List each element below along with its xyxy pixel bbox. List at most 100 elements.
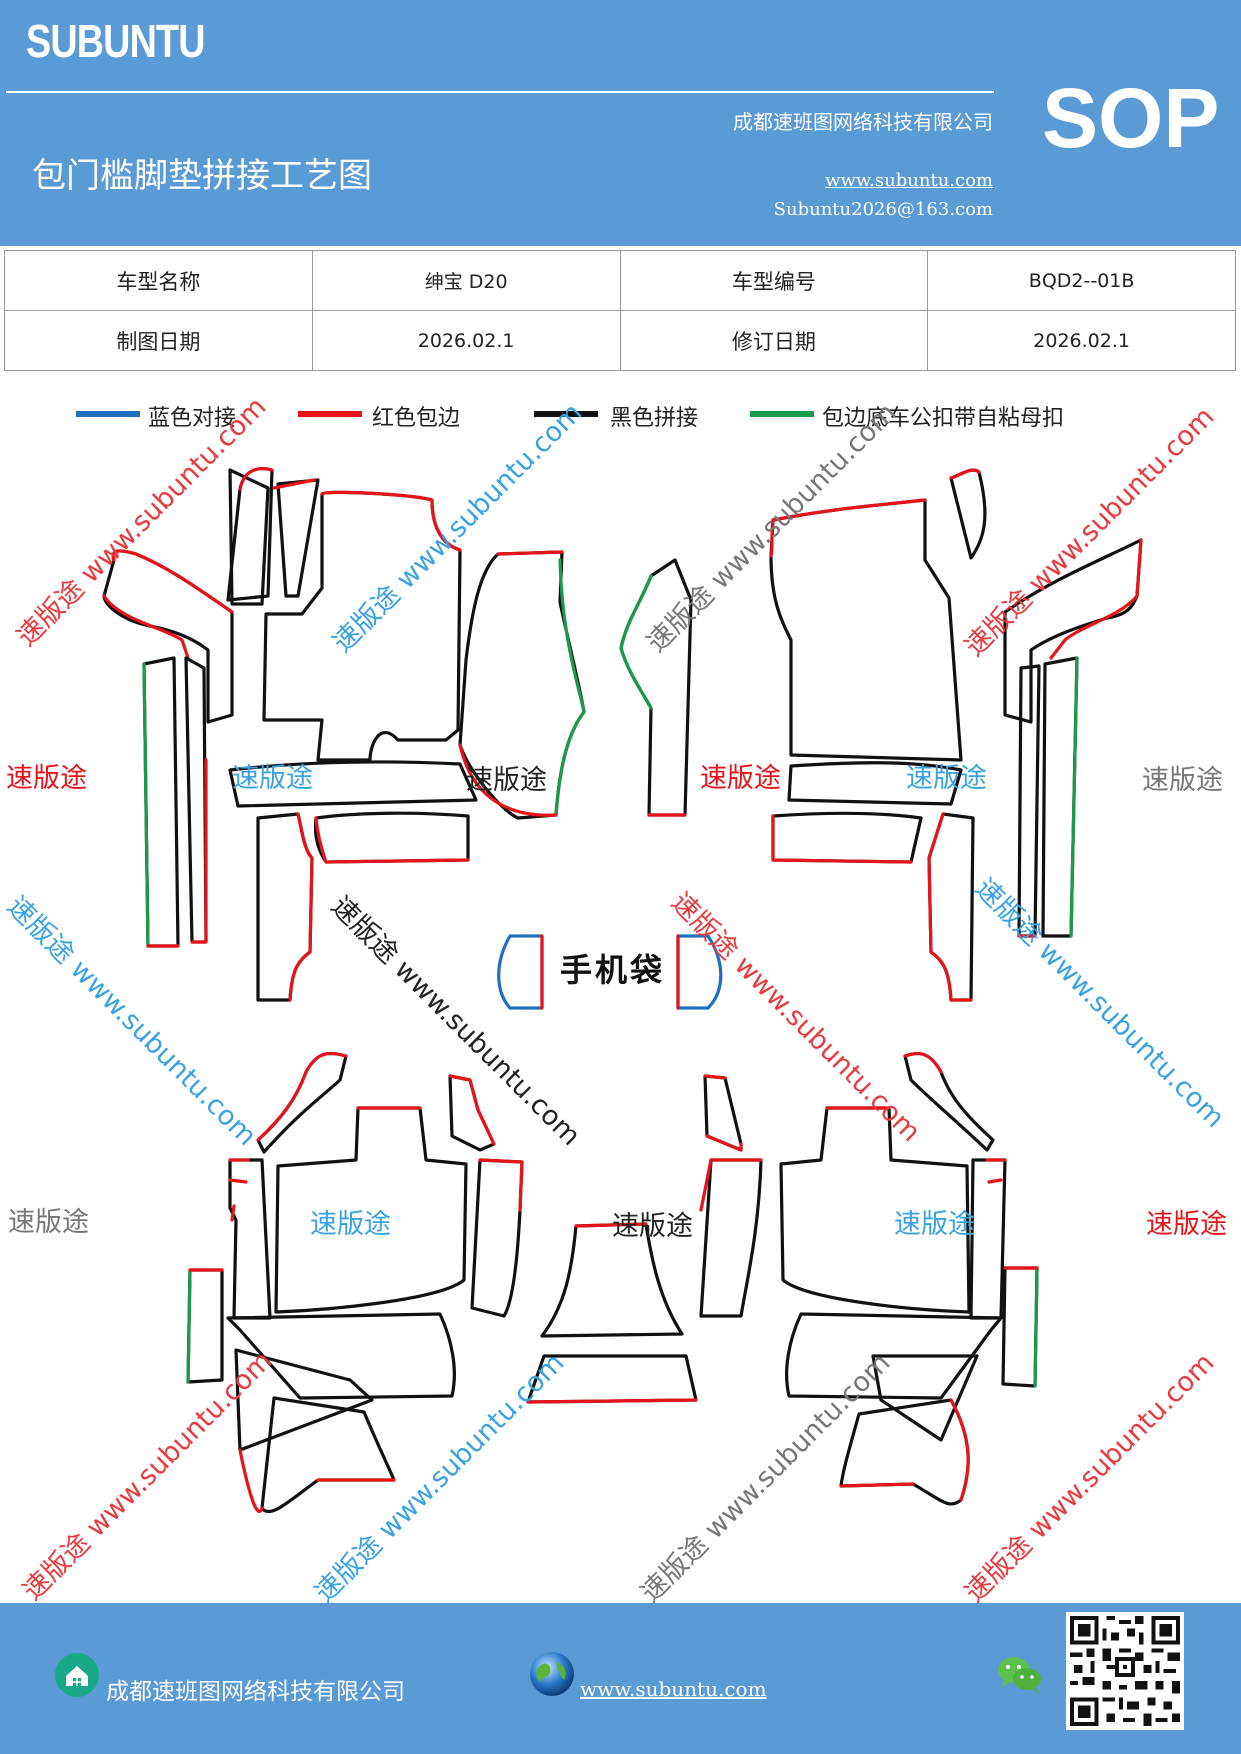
mat-piece — [927, 812, 973, 1002]
mat-piece — [111, 549, 234, 614]
phone-pocket — [497, 934, 723, 1010]
mat-piece — [969, 1158, 1007, 1320]
mat-piece — [314, 816, 470, 864]
mat-piece — [496, 550, 564, 556]
legend-label-red: 红色包边 — [372, 406, 461, 431]
mat-piece — [142, 656, 180, 948]
mat-group-front-left — [102, 467, 586, 1002]
mat-piece — [985, 1158, 1007, 1184]
mat-piece — [256, 1051, 348, 1142]
mat-piece — [186, 1268, 224, 1384]
watermark-plain: 速版途 — [894, 1209, 975, 1240]
mat-piece — [779, 1106, 971, 1314]
mat-piece — [949, 468, 981, 480]
mat-piece — [272, 478, 316, 490]
mat-piece — [470, 1158, 524, 1318]
model-code-label: 车型编号 — [619, 250, 929, 311]
mat-piece — [256, 1051, 348, 1154]
mat-piece — [787, 761, 963, 806]
model-name-label: 车型名称 — [4, 250, 313, 311]
mat-group-front-right — [619, 468, 1143, 1002]
mat-piece — [320, 490, 462, 552]
model-code-value: BQD2--01B — [927, 250, 1236, 311]
revise-date-value: 2026.02.1 — [927, 310, 1236, 371]
mat-piece — [771, 814, 913, 864]
header-email: Subuntu2026@163.com — [773, 199, 993, 220]
legend-swatch-green — [750, 411, 814, 417]
mat-piece — [903, 1051, 995, 1152]
mat-piece — [1049, 538, 1143, 660]
mat-piece — [234, 1348, 374, 1452]
wechat-icon — [998, 1657, 1041, 1694]
legend-label-green: 包边底车公扣带自粘母扣 — [822, 406, 1065, 431]
mat-piece — [703, 1074, 743, 1152]
mat-piece — [478, 1158, 524, 1212]
brand-logo: SUBUNTU — [26, 15, 205, 67]
mat-piece — [184, 656, 208, 944]
mat-piece — [228, 1158, 272, 1320]
mat-piece — [276, 478, 320, 598]
footer-website-link[interactable]: www.subuntu.com — [580, 1677, 767, 1701]
header-website-link[interactable]: www.subuntu.com — [825, 170, 993, 191]
watermark-plain: 速版途 — [700, 763, 781, 794]
pocket-left-piece — [497, 934, 544, 1010]
mat-piece — [190, 758, 208, 944]
watermark-plain: 速版途 — [8, 1207, 89, 1238]
qr-code — [1066, 1612, 1184, 1730]
header-company: 成都速班图网络科技有限公司 — [733, 110, 993, 134]
watermark-plain: 速版途 — [612, 1211, 693, 1242]
mat-piece — [699, 1158, 763, 1318]
mat-piece — [839, 1398, 970, 1502]
mat-piece — [871, 1354, 979, 1442]
legend-swatch-blue — [76, 411, 140, 417]
watermark-plain: 速版途 — [466, 765, 547, 796]
model-name-value: 绅宝 D20 — [311, 250, 621, 311]
page-title: 包门槛脚垫拼接工艺图 — [32, 156, 372, 196]
watermark-plain: 速版途 — [906, 763, 987, 794]
mat-piece — [1033, 1266, 1039, 1388]
mat-piece — [288, 812, 314, 1002]
mat-piece — [238, 1448, 396, 1513]
table-row: 制图日期 2026.02.1 修订日期 2026.02.1 — [4, 310, 1236, 371]
legend-swatch-black — [534, 411, 598, 417]
mat-piece — [448, 1074, 496, 1146]
mat-piece — [1003, 538, 1143, 724]
mat-piece — [228, 760, 478, 808]
home-icon — [55, 1653, 99, 1697]
mat-piece — [238, 467, 274, 491]
mat-piece — [699, 1158, 763, 1212]
mat-piece — [458, 743, 558, 817]
mat-piece — [619, 574, 653, 710]
legend-label-blue: 蓝色对接 — [148, 406, 237, 431]
mat-piece — [102, 549, 234, 724]
watermark-plain: 速版途 — [232, 763, 313, 794]
mat-piece — [540, 1222, 684, 1338]
doc-type-label: SOP — [1042, 71, 1220, 165]
mat-piece — [1001, 1266, 1039, 1388]
mat-piece — [102, 594, 190, 660]
vehicle-info-table: 车型名称 绅宝 D20 车型编号 BQD2--01B 制图日期 2026.02.… — [4, 250, 1236, 371]
mat-piece — [903, 1051, 943, 1074]
mat-piece — [785, 1312, 1003, 1400]
header-divider — [6, 91, 994, 93]
mat-piece — [274, 1106, 468, 1314]
legend-label-black: 黑色拼接 — [610, 406, 699, 431]
draw-date-value: 2026.02.1 — [311, 310, 621, 371]
watermark-plain: 速版途 — [1142, 765, 1223, 796]
phone-pocket-label: 手机袋 — [560, 951, 666, 989]
globe-icon — [530, 1652, 574, 1696]
revise-date-label: 修订日期 — [619, 310, 929, 371]
mat-piece — [226, 1312, 456, 1400]
watermark-plain: 速版途 — [310, 1209, 391, 1240]
watermark-plain: 速版途 — [1146, 1209, 1227, 1240]
mat-piece — [228, 1158, 250, 1222]
mat-piece — [186, 1268, 192, 1384]
mat-piece — [313, 811, 470, 864]
footer-company: 成都速班图网络科技有限公司 — [106, 1679, 405, 1705]
header-banner — [0, 0, 1241, 246]
mat-group-rear-left — [186, 1051, 524, 1514]
mat-piece — [771, 811, 923, 864]
watermark-plain: 速版途 — [6, 763, 87, 794]
qr-code-pattern — [1066, 1612, 1184, 1730]
